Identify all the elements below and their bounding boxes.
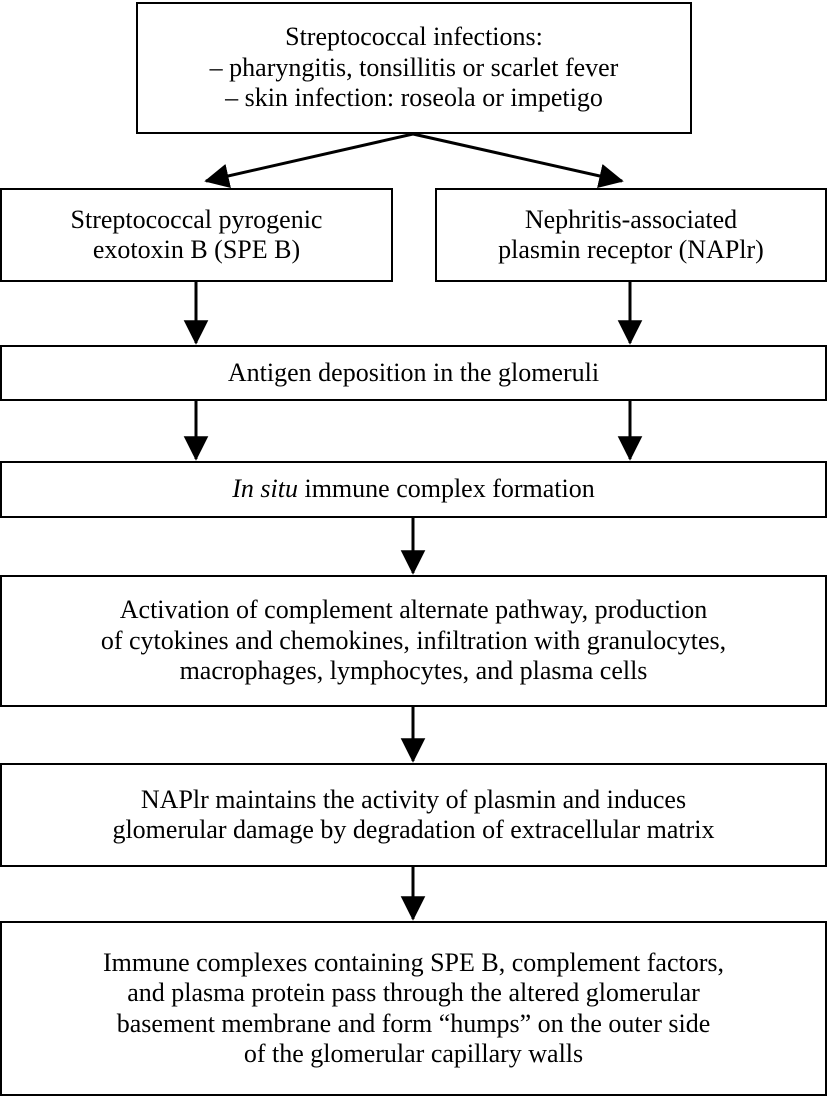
node-in-situ-immune-complex-formation: In situ immune complex formation	[0, 461, 827, 518]
node-streptococcal-infections-label: Streptococcal infections: – pharyngitis,…	[209, 22, 619, 113]
edge-infection-to-speb	[204, 132, 414, 188]
node-in-situ-rest: immune complex formation	[297, 474, 595, 504]
node-nephritis-associated-plasmin-receptor-label: Nephritis-associated plasmin receptor (N…	[498, 204, 764, 264]
node-complement-activation: Activation of complement alternate pathw…	[0, 575, 827, 707]
edge-infection-to-naplr	[412, 132, 624, 188]
node-streptococcal-pyrogenic-exotoxin-b-label: Streptococcal pyrogenic exotoxin B (SPE …	[70, 204, 323, 264]
node-naplr-plasmin-activity-label: NAPlr maintains the activity of plasmin …	[112, 784, 715, 844]
node-immune-complexes-humps-label: Immune complexes containing SPE B, compl…	[103, 947, 724, 1068]
node-streptococcal-pyrogenic-exotoxin-b: Streptococcal pyrogenic exotoxin B (SPE …	[0, 188, 393, 282]
node-naplr-plasmin-activity: NAPlr maintains the activity of plasmin …	[0, 763, 827, 867]
node-nephritis-associated-plasmin-receptor: Nephritis-associated plasmin receptor (N…	[435, 188, 827, 282]
node-antigen-deposition: Antigen deposition in the glomeruli	[0, 345, 827, 401]
node-immune-complexes-humps: Immune complexes containing SPE B, compl…	[0, 921, 827, 1096]
node-antigen-deposition-label: Antigen deposition in the glomeruli	[227, 357, 600, 387]
node-in-situ-emphasis: In situ	[232, 474, 298, 504]
node-complement-activation-label: Activation of complement alternate pathw…	[100, 595, 727, 686]
node-streptococcal-infections: Streptococcal infections: – pharyngitis,…	[136, 2, 692, 134]
node-in-situ-immune-complex-formation-label: In situ immune complex formation	[2, 474, 825, 504]
